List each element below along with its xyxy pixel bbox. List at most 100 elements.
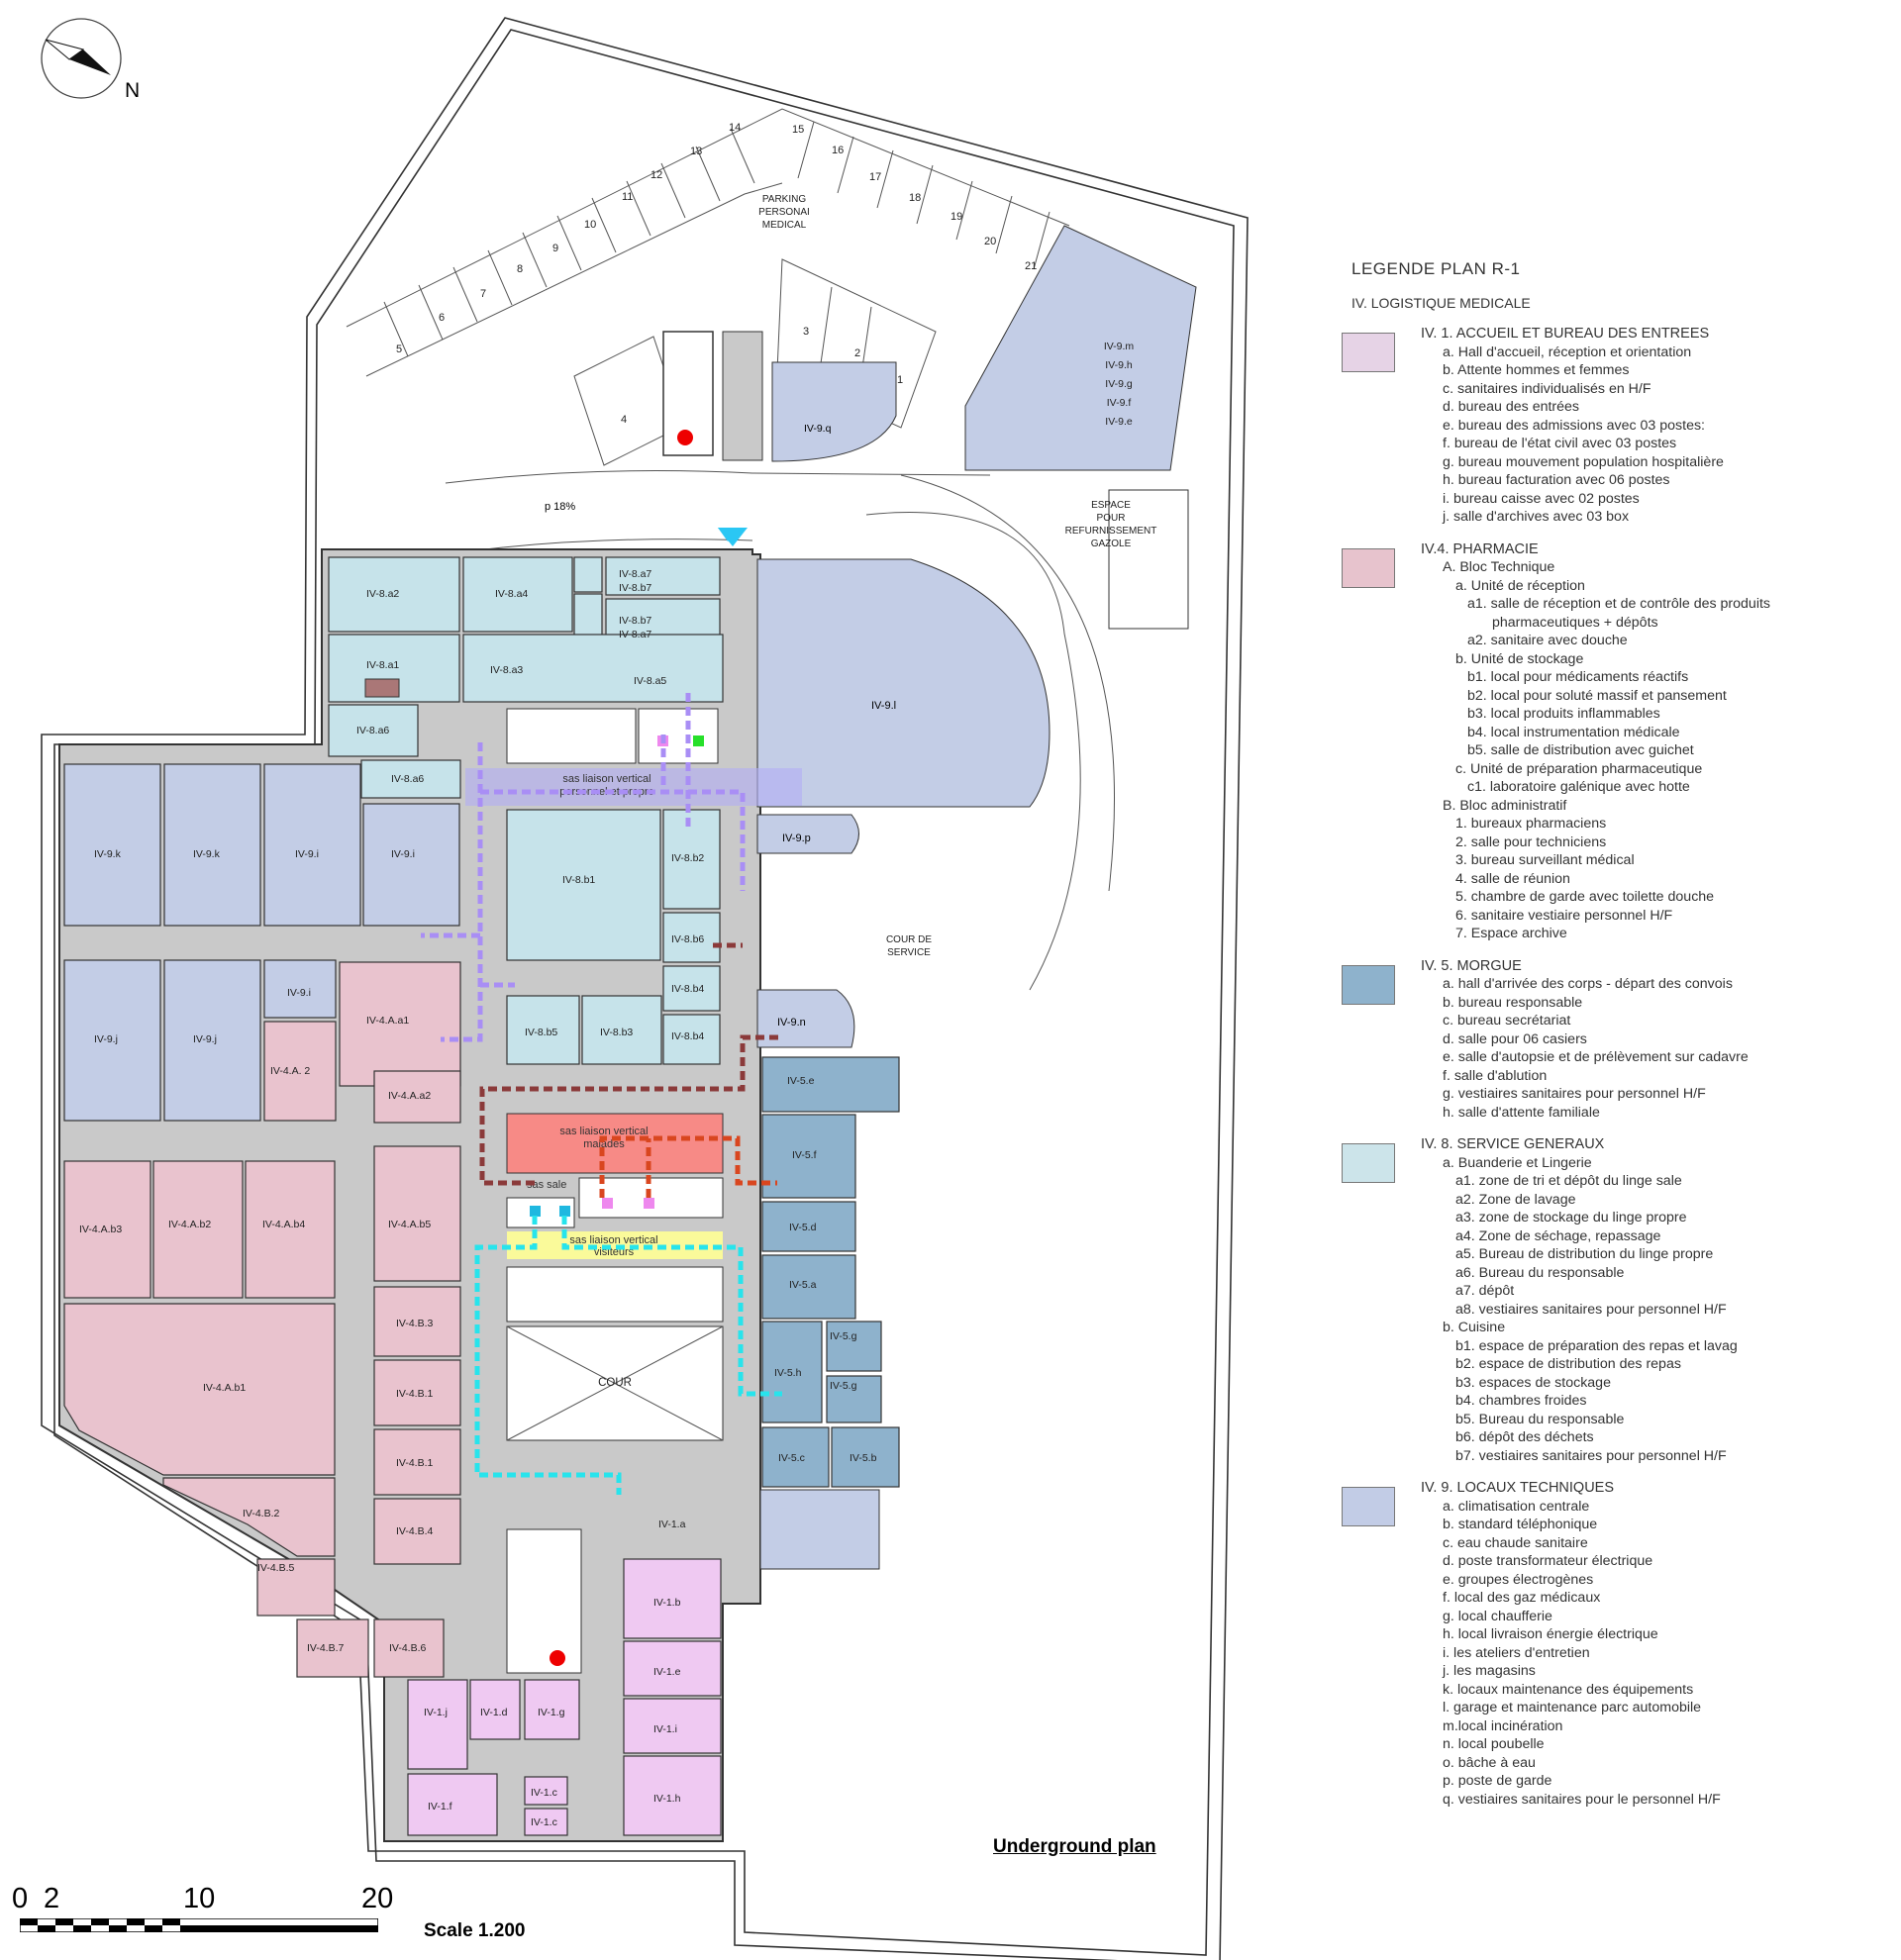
svg-text:IV-5.h: IV-5.h [774, 1367, 802, 1379]
svg-text:PARKING: PARKING [762, 194, 806, 205]
svg-text:IV-4.A.b5: IV-4.A.b5 [388, 1219, 431, 1230]
svg-text:IV-8.a6: IV-8.a6 [356, 725, 389, 736]
svg-text:12: 12 [650, 169, 662, 181]
courtyard-label: COUR [598, 1377, 632, 1389]
legend-swatch-accueil [1342, 333, 1395, 372]
legend-item: a. climatisation centrale [1443, 1498, 1590, 1515]
room-label: IV-9.l [871, 700, 896, 712]
legend-item: d. bureau des entrées [1443, 399, 1580, 415]
scale-tick-label: 10 [183, 1883, 216, 1914]
legend-item: b. bureau responsable [1443, 994, 1583, 1011]
elevator-marker-icon [693, 735, 704, 746]
legend-item: e. bureau des admissions avec 03 postes: [1443, 417, 1705, 434]
iv-8-labels: IV-8.a2 IV-8.a4 IV-8.a7 IV-8.b7 IV-8.b7 … [356, 568, 704, 1042]
staff-stairwell [506, 708, 637, 764]
legend-item: e. groupes électrogènes [1443, 1571, 1594, 1588]
staff-parking-area [346, 108, 1070, 466]
legend-item: f. local des gaz médicaux [1443, 1590, 1601, 1606]
svg-text:15: 15 [792, 124, 804, 136]
legend-item: b1. local pour médicaments réactifs [1467, 669, 1689, 685]
legend-item: l. garage et maintenance parc automobile [1443, 1700, 1702, 1715]
legend-item: a2. Zone de lavage [1455, 1191, 1576, 1208]
legend-item: a5. Bureau de distribution du linge prop… [1455, 1246, 1714, 1262]
legend-item: e. salle d'autopsie et de prélèvement su… [1443, 1049, 1749, 1065]
svg-text:IV-5.b: IV-5.b [850, 1452, 877, 1464]
svg-text:malades: malades [583, 1138, 625, 1150]
legend-item: b. Cuisine [1443, 1320, 1506, 1335]
access-ramp [445, 470, 1115, 991]
sas-patients-label: sas liaison vertical malades [559, 1126, 648, 1150]
accueil-stairwell [506, 1528, 582, 1674]
svg-text:IV-8.b7: IV-8.b7 [619, 615, 651, 627]
svg-text:IV-4.B.6: IV-4.B.6 [389, 1642, 427, 1654]
svg-text:2: 2 [854, 347, 860, 359]
svg-text:IV-5.a: IV-5.a [789, 1279, 817, 1291]
legend-item: g. bureau mouvement population hospitali… [1443, 453, 1724, 470]
sas-staff-link [465, 768, 802, 806]
legend-panel: LEGENDE PLAN R-1 IV. LOGISTIQUE MEDICALE… [1342, 259, 1896, 1809]
legend-item: b7. vestiaires sanitaires pour personnel… [1455, 1447, 1727, 1464]
legend-item: g. local chaufferie [1443, 1608, 1552, 1624]
legend-item: m.local incinération [1443, 1717, 1563, 1734]
legend-item: i. bureau caisse avec 02 postes [1443, 490, 1640, 507]
svg-text:ESPACE: ESPACE [1091, 500, 1131, 511]
svg-text:IV-1.c: IV-1.c [531, 1816, 557, 1828]
svg-text:6: 6 [439, 312, 445, 324]
svg-text:10: 10 [584, 219, 596, 231]
legend-item: A. Bloc Technique [1443, 559, 1555, 575]
accueil-labels: IV-1.a IV-1.b IV-1.e IV-1.i IV-1.h IV-1.… [424, 1519, 686, 1828]
legend-section-pharmacie: IV.4. PHARMACIE A. Bloc Technique a. Uni… [1342, 540, 1896, 943]
svg-text:IV-1.d: IV-1.d [480, 1707, 508, 1718]
fuel-station-label: ESPACE POUR REFURNISSEMENT GAZOLE [1065, 500, 1157, 549]
svg-text:IV-1.a: IV-1.a [658, 1519, 686, 1530]
svg-text:GAZOLE: GAZOLE [1091, 539, 1132, 549]
svg-text:4: 4 [621, 414, 627, 426]
scale-bar-graphic [19, 1917, 379, 1933]
accueil-zone [407, 1558, 722, 1836]
services-generaux-zone [328, 556, 724, 1065]
svg-text:IV-9.i: IV-9.i [287, 987, 311, 999]
legend-item: 3. bureau surveillant médical [1455, 852, 1635, 868]
svg-text:21: 21 [1025, 260, 1037, 272]
legend-item: b2. espace de distribution des repas [1455, 1356, 1681, 1372]
svg-text:SERVICE: SERVICE [887, 947, 931, 958]
elevator-marker-icon [559, 1206, 570, 1217]
svg-text:IV-5.g: IV-5.g [830, 1380, 857, 1392]
morgue-labels: IV-5.e IV-5.f IV-5.d IV-5.a IV-5.h IV-5.… [774, 1075, 877, 1464]
legend-item: a. Hall d'accueil, réception et orientat… [1443, 343, 1692, 360]
legend-item: c. bureau secrétariat [1443, 1013, 1571, 1029]
parking-label: PARKING PERSONAI MEDICAL [758, 194, 810, 231]
scale-tick-label: 0 [12, 1883, 29, 1914]
svg-text:IV-4.B.4: IV-4.B.4 [396, 1525, 434, 1537]
scale-label: Scale 1.200 [424, 1920, 526, 1941]
technical-block-iv-9 [964, 225, 1197, 471]
pharmacie-labels: IV-4.A.a1 IV-4.A. 2 IV-4.A.a2 IV-4.A.b3 … [79, 1015, 434, 1654]
legend-item: b. Attente hommes et femmes [1443, 362, 1630, 378]
legend-item: a7. dépôt [1455, 1283, 1515, 1299]
svg-text:IV-8.a5: IV-8.a5 [634, 675, 666, 687]
svg-text:IV-4.A.a1: IV-4.A.a1 [366, 1015, 409, 1027]
legend-section-heading: IV. 1. ACCUEIL ET BUREAU DES ENTREES [1421, 326, 1710, 342]
svg-text:18: 18 [909, 192, 921, 204]
legend-item: h. local livraison énergie électrique [1443, 1626, 1658, 1642]
legend-item: q. vestiaires sanitaires pour le personn… [1443, 1791, 1721, 1808]
room-label: IV-9.q [804, 423, 832, 435]
scale-tick-label: 2 [44, 1883, 60, 1914]
emergency-marker-icon [677, 430, 693, 445]
legend-item: a. hall d'arrivée des corps - départ des… [1443, 976, 1733, 992]
legend-item: a8. vestiaires sanitaires pour personnel… [1455, 1301, 1727, 1318]
svg-text:IV-8.a4: IV-8.a4 [495, 588, 528, 600]
svg-text:IV-4.A.b2: IV-4.A.b2 [168, 1219, 211, 1230]
svg-text:IV-1.i: IV-1.i [653, 1723, 677, 1735]
scale-tick-label: 20 [361, 1883, 394, 1914]
legend-item: f. bureau de l'état civil avec 03 postes [1443, 436, 1677, 451]
legend-item: 4. salle de réunion [1455, 870, 1570, 887]
legend-swatch-technique [1342, 1487, 1395, 1526]
svg-text:IV-8.a1: IV-8.a1 [366, 659, 399, 671]
svg-text:PERSONAI: PERSONAI [758, 207, 810, 218]
legend-item: c. Unité de préparation pharmaceutique [1455, 760, 1703, 777]
svg-text:IV-4.A.b1: IV-4.A.b1 [203, 1382, 246, 1394]
patient-circulation-path [599, 1135, 777, 1198]
site-boundary [41, 17, 1249, 1960]
